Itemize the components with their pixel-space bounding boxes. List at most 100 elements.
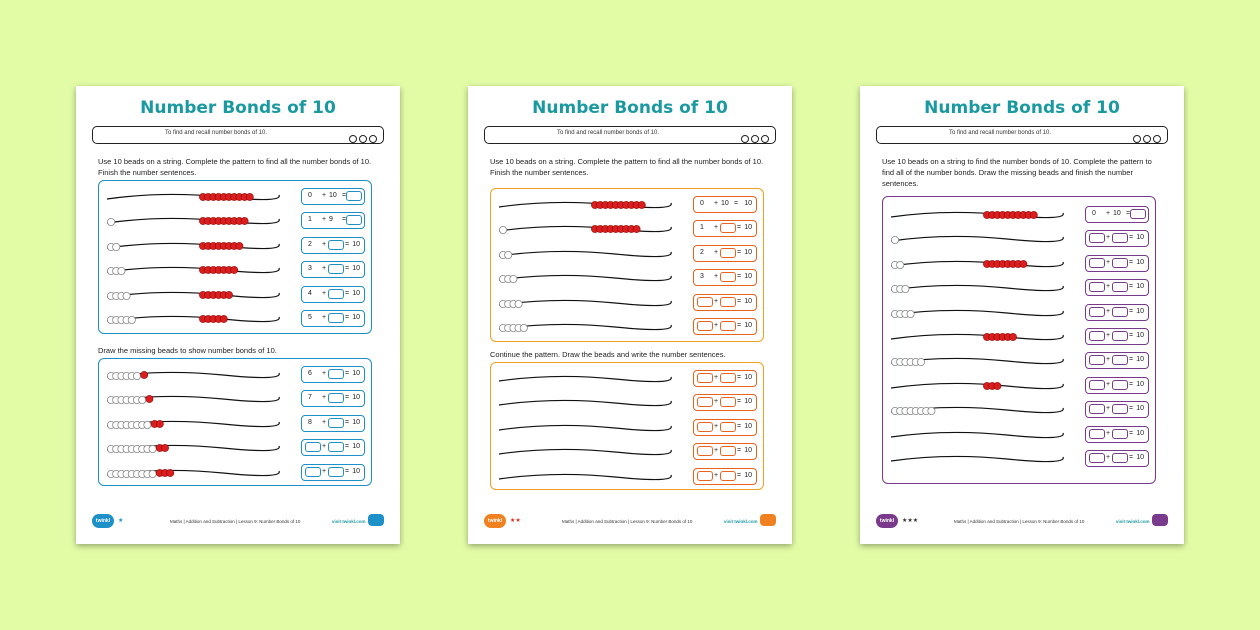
number-sentence[interactable]: 3+=10: [301, 261, 365, 279]
answer-box[interactable]: [328, 264, 344, 275]
footer-visit-link[interactable]: visit twinkl.com: [724, 519, 758, 524]
answer-box[interactable]: [720, 446, 736, 457]
number-sentence[interactable]: 2+=10: [301, 236, 365, 254]
answer-box[interactable]: [1089, 282, 1105, 293]
bead-row: 3+=10: [491, 268, 763, 288]
red-bead: [637, 201, 646, 209]
objective-bar: To find and recall number bonds of 10.: [876, 126, 1168, 144]
answer-box[interactable]: [1112, 233, 1128, 244]
number-sentence[interactable]: +=10: [301, 463, 365, 481]
answer-box[interactable]: [697, 470, 713, 481]
answer-box[interactable]: [720, 470, 736, 481]
number-sentence[interactable]: 0+10=: [1085, 206, 1149, 223]
answer-box[interactable]: [720, 397, 736, 408]
answer-box[interactable]: [697, 373, 713, 383]
number-sentence[interactable]: 7+=10: [301, 390, 365, 408]
answer-box[interactable]: [1112, 306, 1128, 317]
answer-box[interactable]: [1089, 379, 1105, 390]
number-sentence[interactable]: +=10: [693, 443, 757, 461]
answer-box[interactable]: [328, 466, 344, 477]
number-sentence[interactable]: +=10: [1085, 328, 1149, 345]
answer-box[interactable]: [1089, 331, 1105, 341]
answer-box[interactable]: [1089, 233, 1105, 244]
answer-box[interactable]: [1112, 404, 1128, 415]
answer-box[interactable]: [1112, 257, 1128, 268]
answer-box[interactable]: [1112, 282, 1128, 293]
red-bead: [1009, 333, 1017, 341]
number-sentence[interactable]: 3+=10: [693, 269, 757, 287]
answer-box[interactable]: [328, 239, 344, 250]
number-sentence[interactable]: +=10: [1085, 401, 1149, 419]
answer-box[interactable]: [328, 417, 344, 428]
number-sentence[interactable]: +=10: [1085, 425, 1149, 443]
number-sentence[interactable]: 6+=10: [301, 366, 365, 383]
answer-box[interactable]: [697, 321, 713, 331]
number-sentence[interactable]: 4+=10: [301, 285, 365, 303]
red-bead: [145, 395, 154, 404]
answer-box[interactable]: [1089, 404, 1105, 415]
answer-box[interactable]: [328, 313, 344, 323]
answer-box[interactable]: [720, 373, 736, 383]
number-sentence[interactable]: +=10: [693, 394, 757, 412]
footer-visit-link[interactable]: visit twinkl.com: [1116, 519, 1150, 524]
answer-box[interactable]: [720, 223, 736, 234]
number-sentence[interactable]: 1+9=: [301, 212, 365, 230]
answer-box[interactable]: [1112, 379, 1128, 390]
answer-box[interactable]: [328, 288, 344, 299]
number-sentence[interactable]: 0+10=10: [693, 196, 757, 213]
number-sentence[interactable]: +=10: [1085, 254, 1149, 272]
number-sentence[interactable]: +=10: [301, 439, 365, 457]
footer-visit-link[interactable]: visit twinkl.com: [332, 519, 366, 524]
bead-string: [106, 290, 280, 300]
white-bead: [519, 324, 528, 332]
answer-box[interactable]: [720, 321, 736, 331]
number-sentence[interactable]: 2+=10: [693, 244, 757, 262]
number-sentence[interactable]: +=10: [1085, 303, 1149, 321]
answer-box[interactable]: [1089, 453, 1105, 463]
number-sentence[interactable]: +=10: [1085, 352, 1149, 370]
number-sentence[interactable]: +=10: [1085, 376, 1149, 394]
answer-box[interactable]: [346, 215, 362, 226]
answer-box[interactable]: [1089, 428, 1105, 439]
answer-box[interactable]: [328, 369, 344, 379]
answer-box[interactable]: [697, 421, 713, 432]
sum-value: 10: [352, 394, 360, 402]
answer-box[interactable]: [697, 446, 713, 457]
answer-box[interactable]: [328, 442, 344, 453]
answer-box[interactable]: [1112, 355, 1128, 366]
answer-box[interactable]: [1089, 306, 1105, 317]
addend-b: 9: [329, 216, 333, 224]
number-sentence[interactable]: +=10: [693, 370, 757, 387]
number-sentence[interactable]: 5+=10: [301, 310, 365, 327]
number-sentence[interactable]: 1+=10: [693, 220, 757, 238]
number-sentence[interactable]: +=10: [693, 318, 757, 335]
number-sentence[interactable]: 8+=10: [301, 414, 365, 432]
number-sentence[interactable]: +=10: [693, 467, 757, 485]
answer-box[interactable]: [1089, 257, 1105, 268]
answer-box[interactable]: [720, 272, 736, 283]
white-bead: [504, 250, 513, 259]
number-sentence[interactable]: +=10: [693, 418, 757, 436]
answer-box[interactable]: [1112, 428, 1128, 439]
answer-box[interactable]: [1112, 453, 1128, 463]
answer-box[interactable]: [328, 393, 344, 404]
answer-box[interactable]: [720, 421, 736, 432]
rating-circles: [347, 130, 377, 148]
answer-box[interactable]: [346, 191, 362, 201]
number-sentence[interactable]: +=10: [1085, 279, 1149, 297]
bead-string: [106, 193, 280, 201]
answer-box[interactable]: [305, 442, 321, 453]
answer-box[interactable]: [697, 296, 713, 307]
answer-box[interactable]: [720, 247, 736, 258]
plus-sign: +: [714, 224, 719, 232]
answer-box[interactable]: [1112, 331, 1128, 341]
answer-box[interactable]: [697, 397, 713, 408]
answer-box[interactable]: [1089, 355, 1105, 366]
number-sentence[interactable]: 0+10=: [301, 188, 365, 205]
answer-box[interactable]: [305, 466, 321, 477]
answer-box[interactable]: [1130, 209, 1146, 219]
answer-box[interactable]: [720, 296, 736, 307]
number-sentence[interactable]: +=10: [1085, 230, 1149, 248]
number-sentence[interactable]: +=10: [693, 293, 757, 311]
number-sentence[interactable]: +=10: [1085, 450, 1149, 467]
